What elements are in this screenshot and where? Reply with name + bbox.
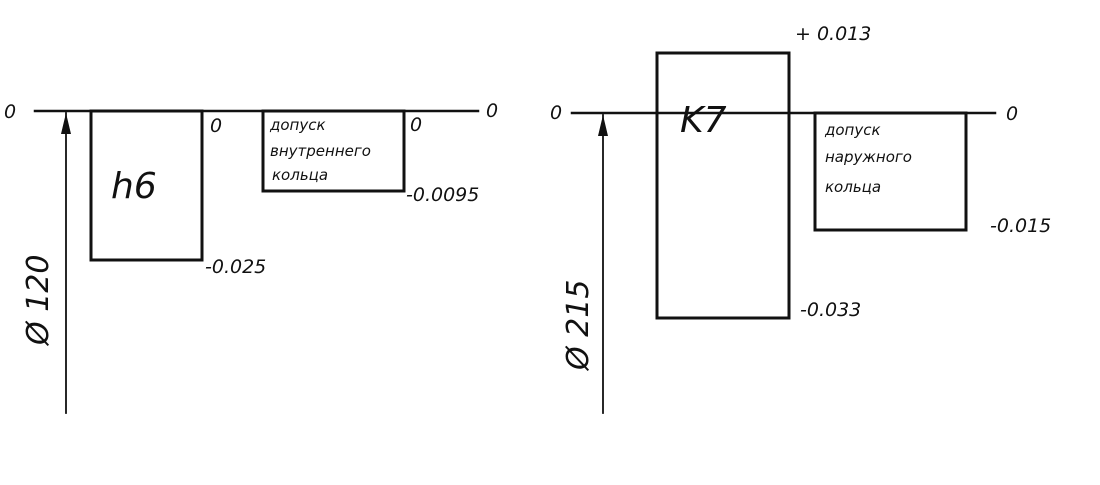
- left-zero-label-left: 0: [4, 101, 16, 123]
- left-h6-field: [89, 109, 204, 262]
- right-diameter-label: Ø 215: [561, 280, 596, 372]
- right-k7-label: K7: [680, 100, 727, 141]
- left-h6-upper: 0: [210, 115, 222, 137]
- left-diagram: 0 0 Ø 120 h6 0 -0.025 допуск внутреннего…: [4, 100, 498, 414]
- right-outer-ring-lower: -0.015: [990, 215, 1051, 237]
- right-zero-label-left: 0: [550, 102, 562, 124]
- left-inner-ring-field: [261, 109, 406, 193]
- left-diameter-arrow-head: [61, 113, 71, 134]
- right-k7-lower: -0.033: [800, 299, 861, 321]
- left-inner-ring-lower: -0.0095: [406, 184, 479, 206]
- right-outer-ring-label-2: наружного: [825, 148, 912, 166]
- right-zero-label-right: 0: [1006, 103, 1018, 125]
- right-diagram: 0 0 Ø 215 K7 + 0.013 -0.033 допуск наруж…: [550, 23, 1051, 414]
- left-inner-ring-upper: 0: [410, 114, 422, 136]
- left-inner-ring-label-2: внутреннего: [270, 142, 371, 160]
- right-outer-ring-field: [813, 111, 968, 232]
- left-h6-lower: -0.025: [205, 256, 266, 278]
- left-inner-ring-label-3: кольца: [272, 166, 328, 184]
- left-zero-label-right: 0: [486, 100, 498, 122]
- right-k7-field: [655, 51, 791, 320]
- right-outer-ring-label-1: допуск: [824, 121, 881, 139]
- left-inner-ring-label-1: допуск: [269, 116, 326, 134]
- right-outer-ring-label-3: кольца: [825, 178, 881, 196]
- right-diameter-arrow-head: [598, 115, 608, 136]
- left-h6-label: h6: [111, 166, 157, 207]
- right-k7-upper: + 0.013: [795, 23, 871, 45]
- left-diameter-label: Ø 120: [21, 255, 56, 347]
